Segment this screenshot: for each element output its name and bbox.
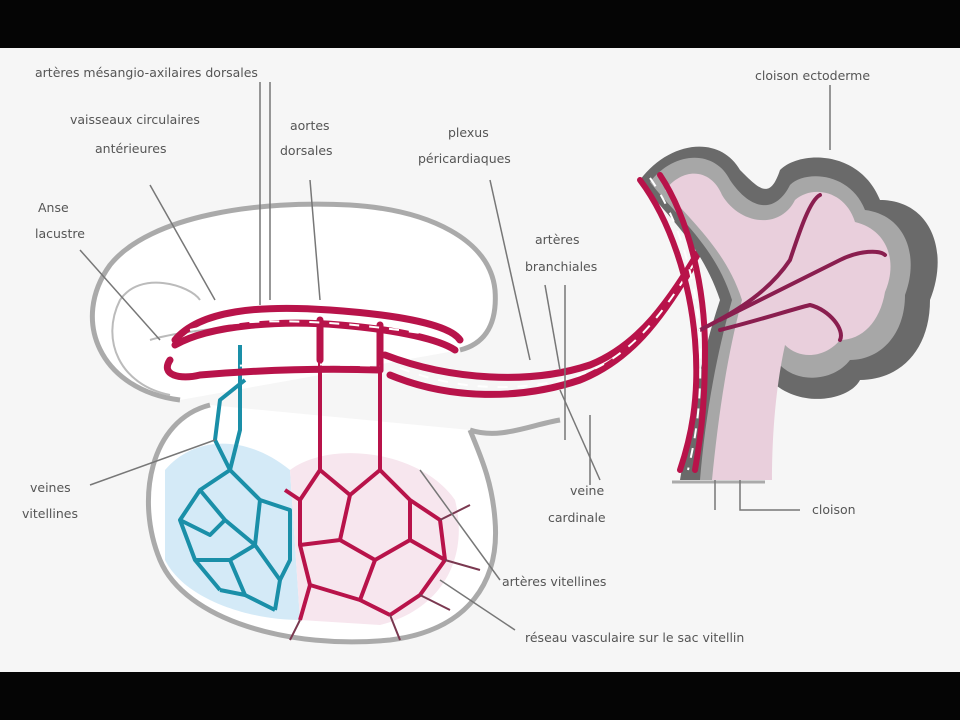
vein-network-area (165, 443, 300, 620)
label-arteres-vitellines: artères vitellines (502, 574, 606, 589)
vitelline-vein-network (178, 345, 292, 612)
label-cloison: cloison (812, 502, 856, 517)
label-veines: veines (30, 480, 71, 495)
label-anse: Anse (38, 200, 69, 215)
label-veine-cardinale: cardinale (548, 510, 606, 525)
label-aortes: aortes (290, 118, 330, 133)
letterbox-bottom (0, 672, 960, 720)
umbilical-lumen (399, 261, 696, 388)
label-veines-vitellines: vitellines (22, 506, 78, 521)
label-vaisseaux-anterieures: antérieures (95, 141, 166, 156)
letterbox-top (0, 0, 960, 48)
umbilical-vessels (381, 246, 704, 398)
label-veine: veine (570, 483, 604, 498)
leader-lines (79, 82, 831, 631)
artery-network-area (290, 453, 459, 625)
label-plexus: plexus (448, 125, 489, 140)
chorionic-arteries (637, 172, 709, 473)
yolk-sac-right-fold (469, 417, 561, 436)
label-lacustre: lacustre (35, 226, 85, 241)
label-arteres: artères (535, 232, 579, 247)
label-plexus-pericardiaques: péricardiaques (418, 151, 511, 166)
label-aortes-dorsales: dorsales (280, 143, 333, 158)
embryo-circulation-diagram: artères mésangio-axilaires dorsales vais… (22, 65, 938, 645)
chorionic-villus-vessels (698, 193, 887, 342)
label-cloison-ectoderme: cloison ectoderme (755, 68, 870, 83)
label-arteres-branchiales: branchiales (525, 259, 597, 274)
dorsal-aortae (164, 304, 464, 381)
aorta-lumen (179, 320, 421, 369)
artery-network-fine (289, 504, 481, 641)
label-arteres-mesangio-axilaires: artères mésangio-axilaires dorsales (35, 65, 258, 80)
label-reseau-vasculaire: réseau vasculaire sur le sac vitellin (525, 630, 744, 645)
embryo-inner-outline (111, 281, 201, 396)
vitelline-artery-network (283, 355, 447, 621)
label-vaisseaux-circulaires: vaisseaux circulaires (70, 112, 200, 127)
chorion-tissue (665, 173, 891, 481)
chorionic-lumen (649, 177, 702, 471)
embryo-outline (90, 201, 498, 403)
diagram-frame: artères mésangio-axilaires dorsales vais… (0, 48, 960, 672)
